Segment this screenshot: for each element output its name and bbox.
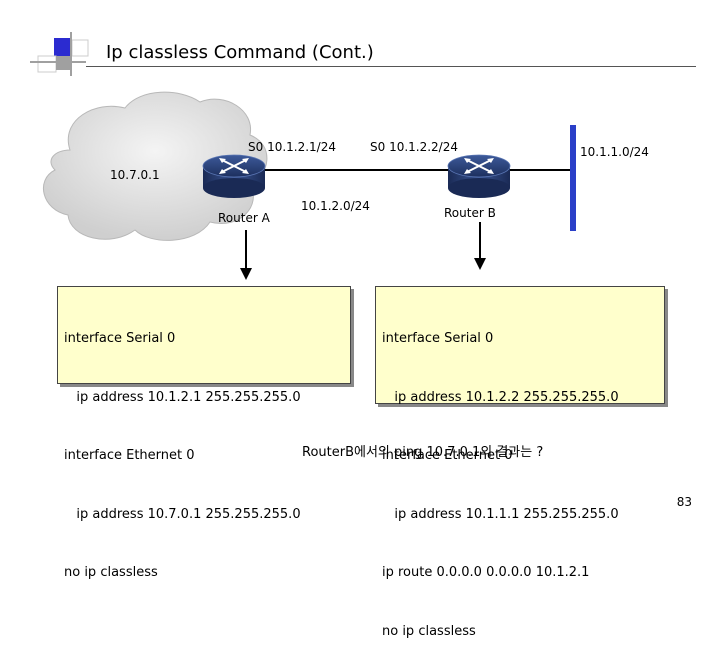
arrow-router-a-config <box>240 230 252 280</box>
router-b-name: Router B <box>444 206 496 220</box>
config-line: interface Ethernet 0 <box>382 448 513 463</box>
router-b-icon <box>447 154 511 198</box>
config-line: ip address 10.1.1.1 255.255.255.0 <box>382 506 619 522</box>
router-a-icon <box>202 154 266 198</box>
slide-title: Ip classless Command (Cont.) <box>106 42 374 63</box>
title-underline <box>86 66 696 67</box>
network-cloud <box>43 91 268 241</box>
router-a-name: Router A <box>218 211 270 225</box>
question-text: RouterB에서의 ping 10.7.0.1의 결과는 ? <box>302 445 544 460</box>
router-a-config-box: interface Serial 0 ip address 10.1.2.1 2… <box>57 286 351 580</box>
page-number: 83 <box>676 495 692 509</box>
ethernet-network-label: 10.1.1.0/24 <box>580 145 649 159</box>
config-line: ip address 10.1.2.2 255.255.255.0 <box>382 389 619 405</box>
network-diagram <box>30 32 576 280</box>
config-line: ip address 10.7.0.1 255.255.255.0 <box>64 506 301 522</box>
router-b-config-box: interface Serial 0 ip address 10.1.2.2 2… <box>375 286 665 639</box>
serial-network-label: 10.1.2.0/24 <box>301 199 370 213</box>
config-line: ip route 0.0.0.0 0.0.0.0 10.1.2.1 <box>382 565 590 580</box>
config-line: interface Serial 0 <box>64 331 176 346</box>
router-b-serial-label: S0 10.1.2.2/24 <box>370 140 458 154</box>
config-line: interface Ethernet 0 <box>64 448 195 463</box>
config-line: ip address 10.1.2.1 255.255.255.0 <box>64 389 301 405</box>
config-line: no ip classless <box>64 565 158 580</box>
slide-logo <box>30 32 89 76</box>
arrow-router-b-config <box>474 222 486 270</box>
config-line: no ip classless <box>382 623 476 639</box>
cloud-address-label: 10.7.0.1 <box>110 168 160 182</box>
router-a-serial-label: S0 10.1.2.1/24 <box>248 140 336 154</box>
ethernet-segment <box>570 125 576 231</box>
config-line: interface Serial 0 <box>382 331 494 346</box>
